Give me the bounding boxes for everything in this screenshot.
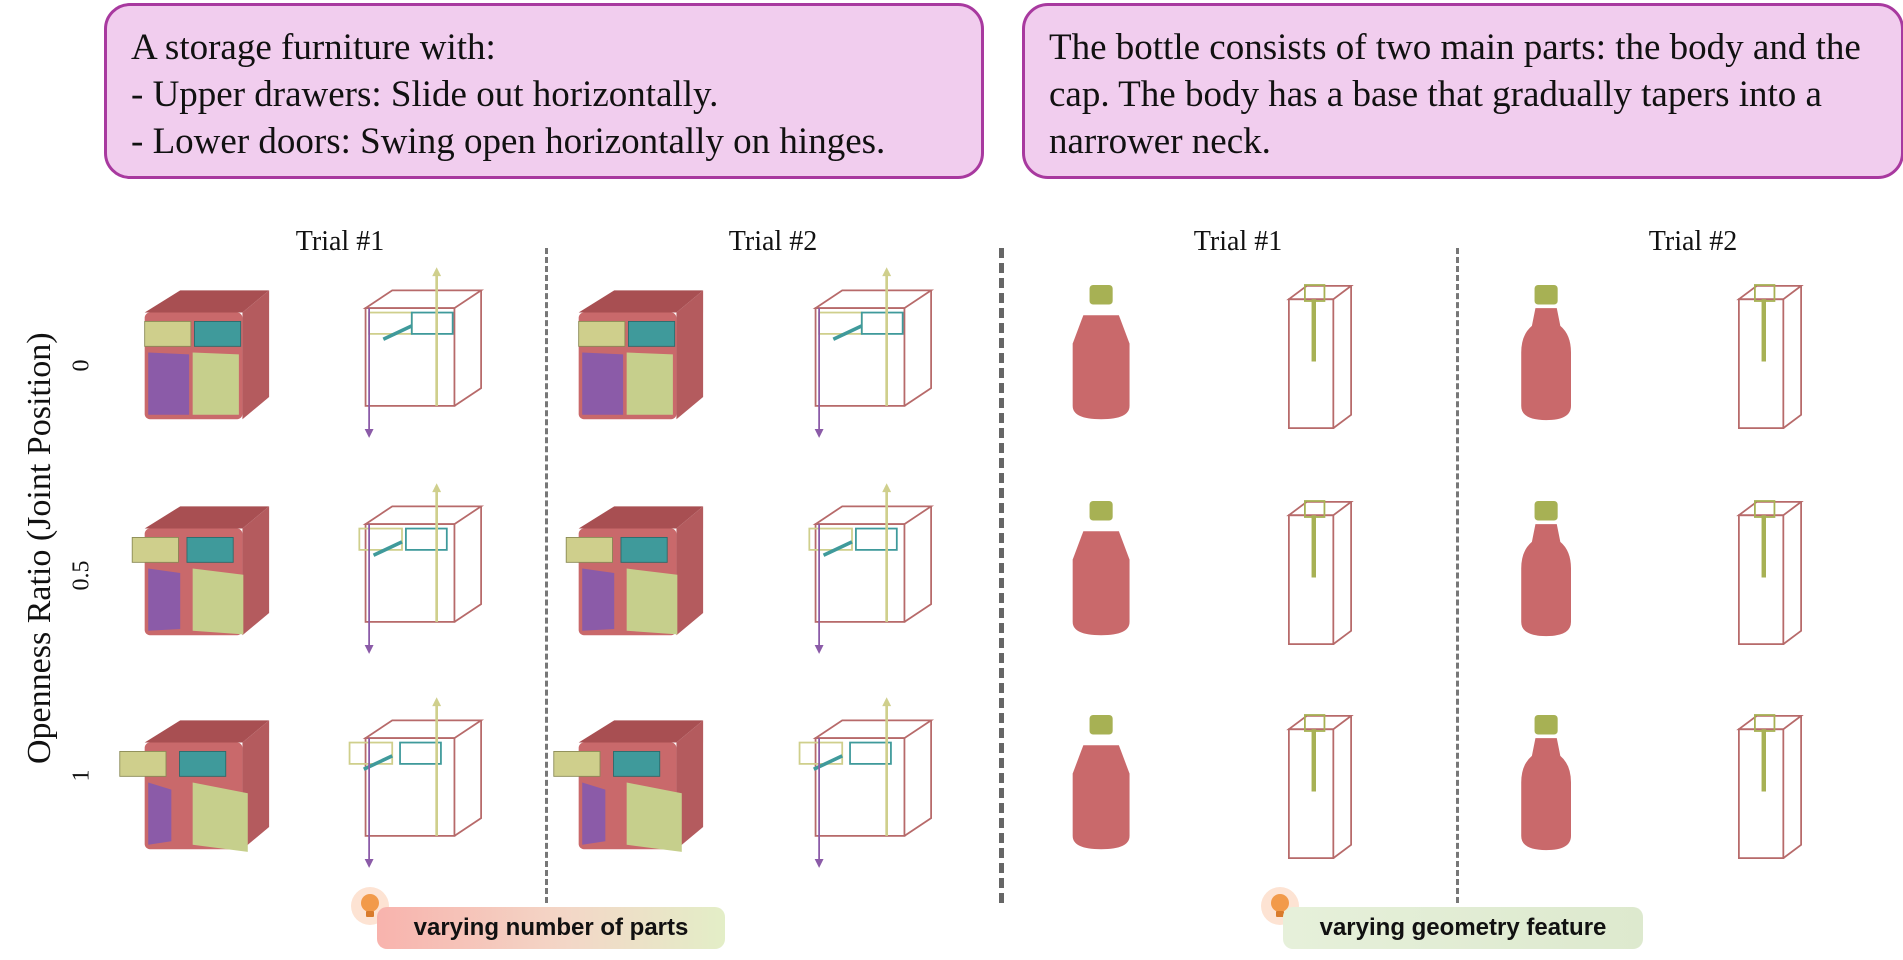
furniture-wireframe <box>330 478 490 668</box>
furniture-wireframe <box>780 478 940 668</box>
prompt-line: - Lower doors: Swing open horizontally o… <box>131 121 886 162</box>
y-axis-title: Openness Ratio (Joint Position) <box>21 332 58 764</box>
bottle-wireframe <box>1690 692 1850 882</box>
furniture-render <box>118 478 278 668</box>
tag-varying-geometry: varying geometry feature <box>1283 907 1643 949</box>
trial-label-furniture-1: Trial #1 <box>295 226 385 257</box>
furniture-render <box>552 262 712 452</box>
prompt-line: The bottle consists of two main parts: t… <box>1049 27 1861 162</box>
furniture-wireframe <box>330 692 490 882</box>
row-label-0.5: 0.5 <box>68 560 95 591</box>
row-label-0: 0 <box>68 359 95 372</box>
bottle-render <box>1475 262 1635 452</box>
furniture-render <box>118 692 278 882</box>
bottle-render <box>1475 692 1635 882</box>
furniture-render <box>552 478 712 668</box>
trial-divider <box>1456 248 1459 903</box>
bottle-wireframe <box>1690 262 1850 452</box>
trial-label-bottle-1: Trial #1 <box>1193 226 1283 257</box>
bottle-render <box>1030 692 1190 882</box>
bottle-wireframe <box>1240 478 1400 668</box>
furniture-render <box>552 692 712 882</box>
prompt-line: A storage furniture with: <box>131 27 496 68</box>
furniture-wireframe <box>780 692 940 882</box>
prompt-box-bottle: The bottle consists of two main parts: t… <box>1022 3 1903 179</box>
prompt-box-furniture: A storage furniture with: - Upper drawer… <box>104 3 984 179</box>
tag-varying-parts: varying number of parts <box>377 907 725 949</box>
bottle-render <box>1475 478 1635 668</box>
bottle-render <box>1030 478 1190 668</box>
furniture-wireframe <box>780 262 940 452</box>
furniture-render <box>118 262 278 452</box>
bottle-render <box>1030 262 1190 452</box>
bottle-wireframe <box>1240 262 1400 452</box>
furniture-wireframe <box>330 262 490 452</box>
bottle-wireframe <box>1240 692 1400 882</box>
trial-label-furniture-2: Trial #2 <box>728 226 818 257</box>
bottle-wireframe <box>1690 478 1850 668</box>
row-label-1: 1 <box>68 769 95 782</box>
trial-label-bottle-2: Trial #2 <box>1648 226 1738 257</box>
prompt-line: - Upper drawers: Slide out horizontally. <box>131 74 719 115</box>
trial-divider <box>545 248 548 903</box>
section-divider <box>999 248 1004 903</box>
